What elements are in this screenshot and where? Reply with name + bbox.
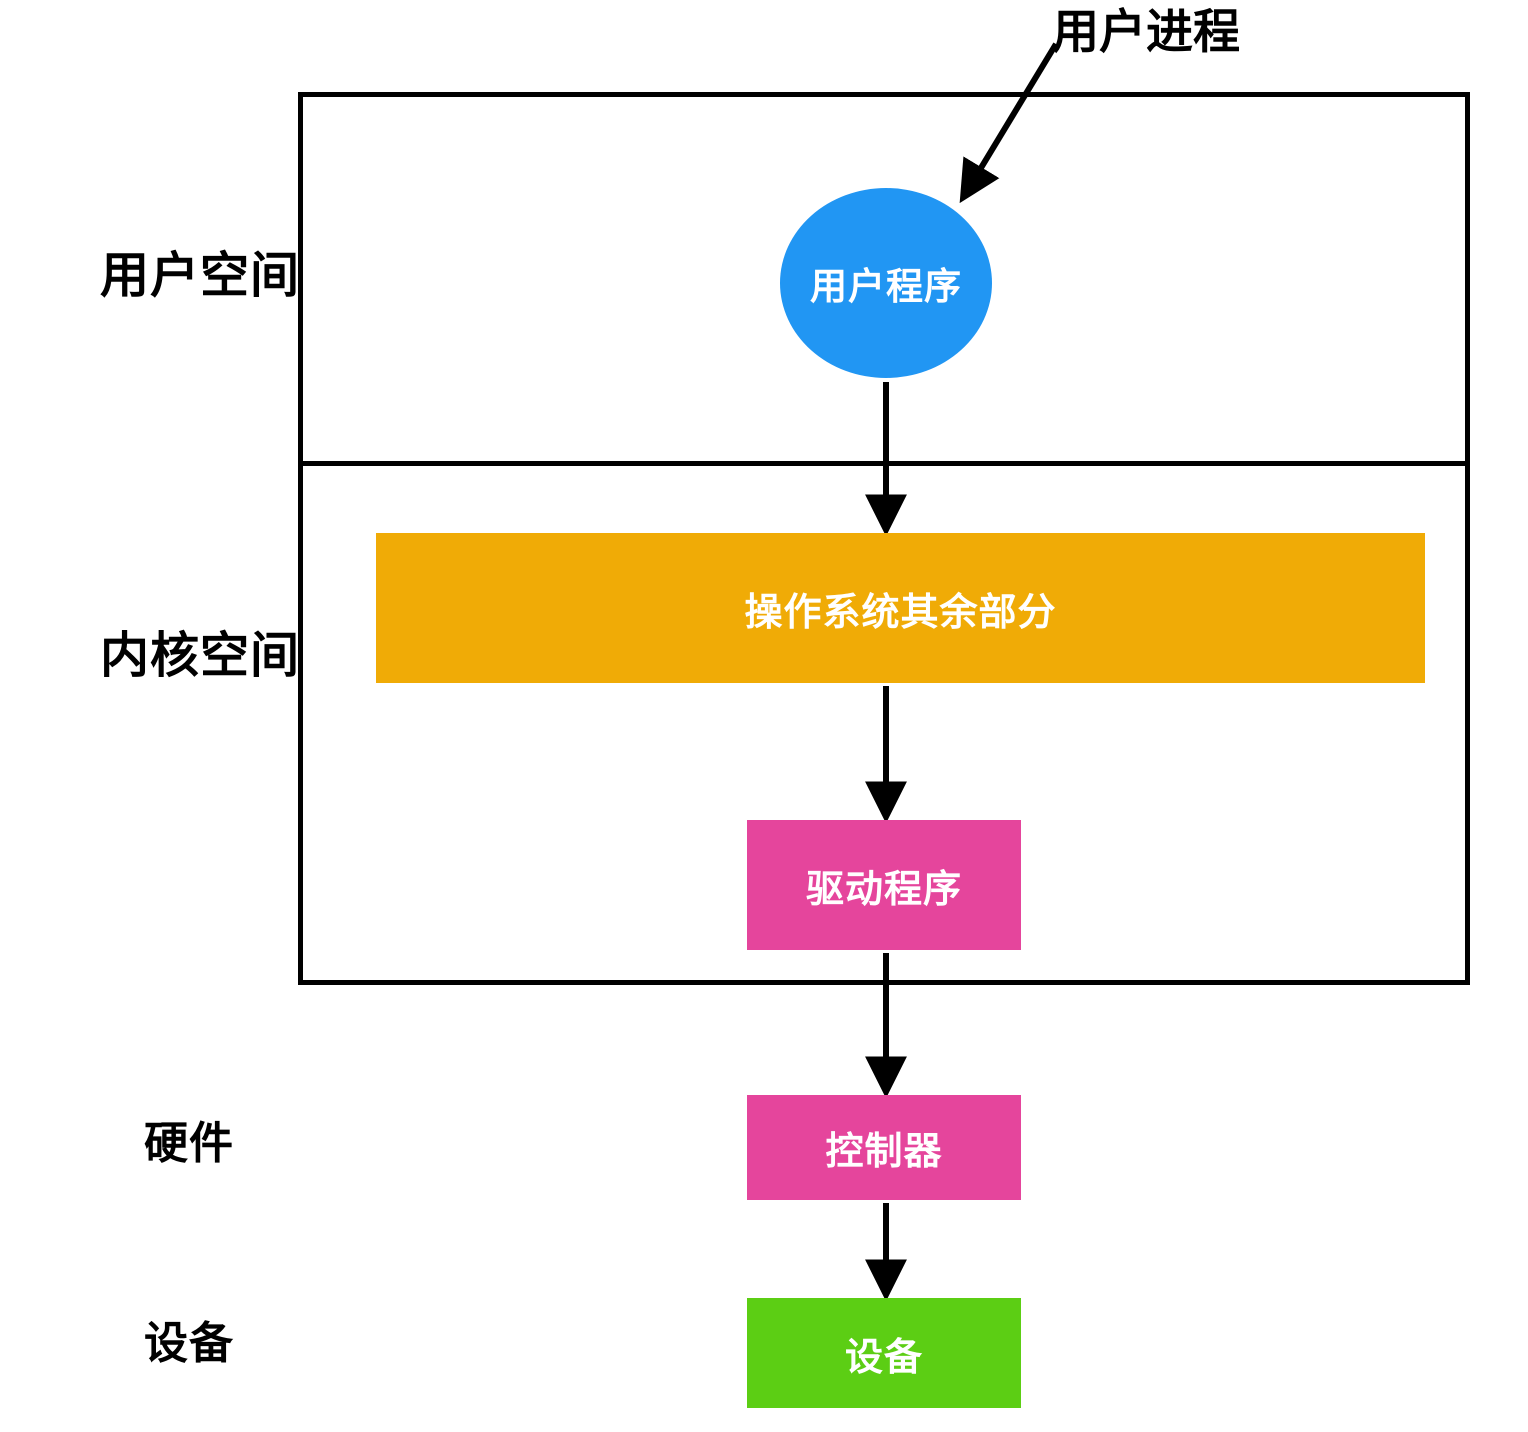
node-os-rest[interactable]: 操作系统其余部分 xyxy=(376,533,1425,683)
label-user-space: 用户空间 xyxy=(100,249,301,303)
label-hardware: 硬件 xyxy=(144,1119,234,1168)
node-controller[interactable]: 控制器 xyxy=(747,1095,1021,1200)
annotation-user-process: 用户进程 xyxy=(1052,5,1240,58)
label-kernel-space: 内核空间 xyxy=(100,629,301,683)
label-device: 设备 xyxy=(144,1319,234,1368)
user-kernel-divider xyxy=(298,461,1470,466)
node-device[interactable]: 设备 xyxy=(747,1298,1021,1408)
node-user-program[interactable]: 用户程序 xyxy=(780,188,992,378)
node-driver[interactable]: 驱动程序 xyxy=(747,820,1021,950)
